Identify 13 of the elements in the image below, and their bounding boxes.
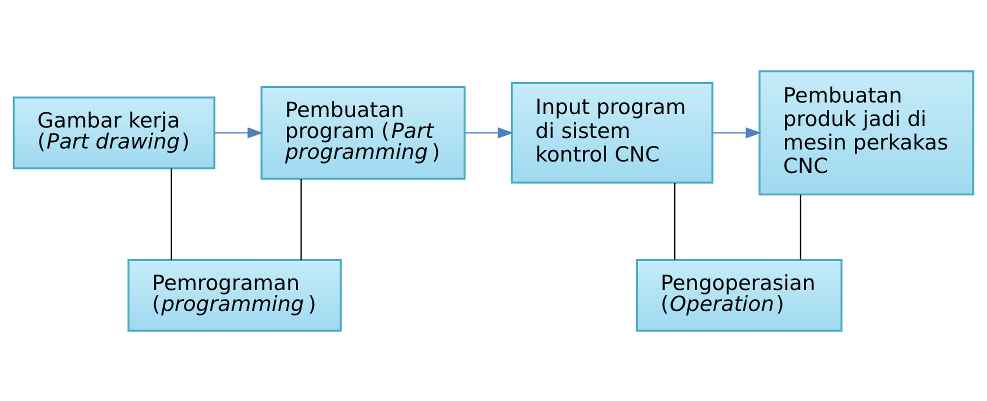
connector [800, 194, 802, 260]
node-box: Pengoperasian (Operation) [636, 258, 842, 332]
node-box: Input program di sistem kontrol CNC [510, 82, 714, 184]
connector [300, 178, 302, 260]
connector [674, 182, 676, 260]
arrow [464, 126, 514, 138]
node-box: Pembuatan produk jadi di mesin perkakas CNC [758, 70, 974, 195]
arrow [712, 126, 762, 138]
node-box: Pembuatan program (Part programming) [260, 85, 466, 180]
arrow [214, 126, 264, 138]
node-box: Gambar kerja (Part drawing) [12, 96, 216, 169]
connector [170, 168, 172, 260]
node-box: Pemrograman (programming) [128, 258, 342, 332]
